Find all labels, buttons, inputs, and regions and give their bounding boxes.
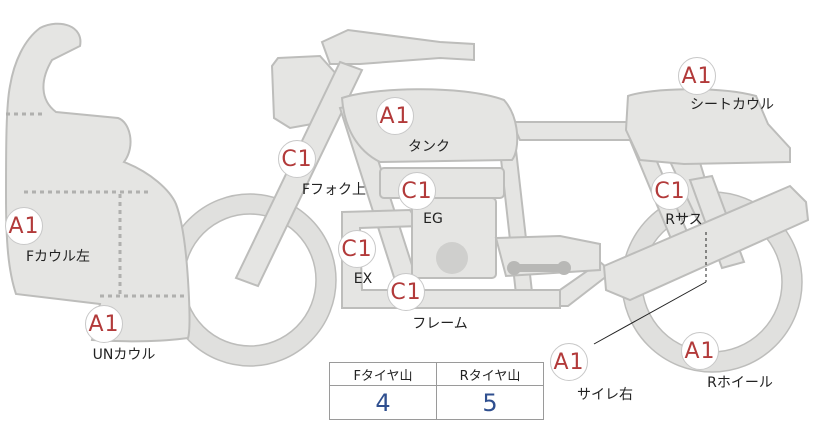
part-label: サイレ右 (577, 387, 633, 403)
part-label: フレーム (412, 316, 468, 332)
tire-tread-table: Fタイヤ山 Rタイヤ山 4 5 (329, 362, 544, 420)
grade-badge: A1 (85, 305, 123, 343)
silencer (602, 184, 810, 302)
grade-badge: C1 (338, 230, 376, 268)
part-label: Rサス (665, 212, 703, 228)
part-label: UNカウル (92, 347, 156, 363)
part-label: タンク (408, 139, 450, 155)
grade-badge: A1 (5, 207, 43, 245)
handlebar (320, 28, 475, 65)
part-label: シートカウル (690, 97, 774, 113)
tire-table-header-row: Fタイヤ山 Rタイヤ山 (329, 362, 544, 386)
part-label: EG (423, 211, 443, 227)
front-tire-value: 4 (329, 385, 437, 420)
front-tire-header: Fタイヤ山 (329, 362, 437, 386)
grade-badge: C1 (387, 273, 425, 311)
silencer-leader-2 (593, 281, 707, 345)
grade-badge: A1 (550, 343, 588, 381)
engine-cover (436, 242, 468, 274)
grade-badge: A1 (678, 57, 716, 95)
part-label: Rホイール (707, 375, 773, 391)
grade-badge: C1 (398, 172, 436, 210)
grade-badge: A1 (681, 332, 719, 370)
rear-tire-value: 5 (436, 385, 544, 420)
tire-table-value-row: 4 5 (329, 385, 544, 420)
rear-tire-header: Rタイヤ山 (436, 362, 544, 386)
part-label: Fカウル左 (25, 249, 91, 265)
foot-peg (507, 261, 571, 275)
part-label: EX (353, 271, 373, 287)
seat-cowl (624, 88, 791, 166)
front-cowl (4, 22, 191, 343)
grade-badge: C1 (278, 140, 316, 178)
part-label: Fフォク上 (301, 182, 367, 198)
grade-badge: C1 (651, 172, 689, 210)
grade-badge: A1 (376, 97, 414, 135)
